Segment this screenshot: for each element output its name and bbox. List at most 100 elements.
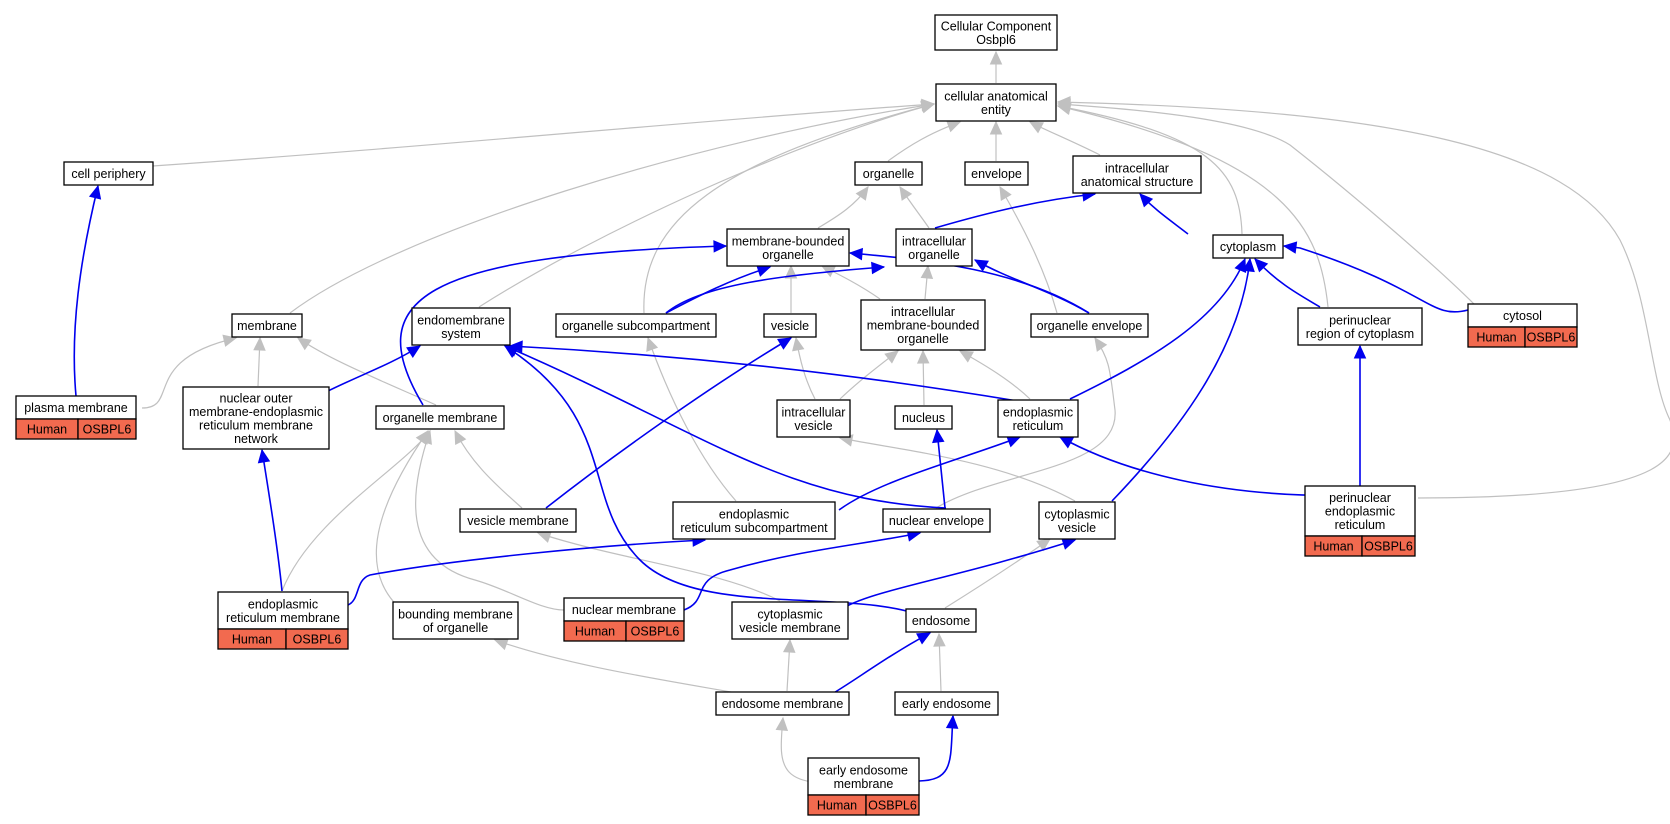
node-label: Cellular Component [941,19,1052,33]
part-of-edge [1069,257,1247,400]
node-label: nucleus [902,411,945,425]
node-label: endoplasmic [1325,505,1395,519]
node-orgenv[interactable]: organelle envelope [1030,313,1149,338]
node-box [375,405,505,430]
is-a-edge [784,264,798,313]
node-box [1072,155,1202,194]
is-a-edge [958,350,1031,400]
is-a-edge [989,50,1003,83]
node-cellperiph[interactable]: cell periphery [63,161,154,186]
node-box [934,14,1058,51]
node-nucleus[interactable]: nucleus [894,405,953,430]
is-a-edge [454,429,523,509]
part-of-edge [1282,241,1469,313]
node-box [231,313,303,338]
node-label: intracellular [782,405,846,419]
is-a-edge [839,350,899,400]
is-a-edge [415,429,565,611]
part-of-edge [503,345,947,509]
node-box [715,691,850,716]
node-label: system [441,327,481,341]
node-vesicle[interactable]: vesicle [763,313,817,338]
node-vesmem[interactable]: vesicle membrane [459,508,577,533]
node-box [1038,501,1116,540]
node-label: vesicle [794,419,832,433]
is-a-edge [817,186,869,229]
species-label: Human [232,633,272,647]
node-label: reticulum membrane [226,611,340,625]
part-of-edge [1111,257,1255,502]
node-label: entity [981,103,1012,117]
node-box [217,591,349,630]
is-a-edge [478,101,936,308]
is-a-edge [792,336,816,400]
node-earlyendo[interactable]: early endosome [894,691,999,716]
node-label: reticulum [1013,419,1064,433]
node-label: of organelle [423,621,488,635]
node-membrane[interactable]: membrane [231,313,303,338]
node-cytoplasm[interactable]: cytoplasm [1212,234,1284,259]
node-orgmem[interactable]: organelle membrane [375,405,505,430]
is-a-edge [916,349,930,406]
node-orgsub[interactable]: organelle subcompartment [555,313,717,338]
gene-label: OSBPL6 [868,799,917,813]
node-box [763,313,817,338]
node-label: organelle [762,248,813,262]
gene-label: OSBPL6 [293,633,342,647]
node-label: endoplasmic [1003,405,1073,419]
node-envelope[interactable]: envelope [964,161,1029,186]
node-nucenv[interactable]: nuclear envelope [882,508,991,533]
gene-label: OSBPL6 [83,423,132,437]
node-organelle[interactable]: organelle [854,161,923,186]
node-label: intracellular [1105,161,1169,175]
node-box [672,501,836,540]
node-box [894,405,953,430]
part-of-edge [973,259,1090,314]
node-box [182,386,330,450]
node-label: vesicle [1058,521,1096,535]
node-endomem[interactable]: endosome membrane [715,691,850,716]
is-a-edge [1056,102,1329,308]
species-label: Human [1476,331,1516,345]
node-box [555,313,717,338]
node-box [731,601,849,640]
node-endosome[interactable]: endosome [905,608,977,633]
node-label: early endosome [902,697,991,711]
part-of-edge [1139,193,1189,235]
is-a-edge [899,186,930,229]
node-label: organelle [863,167,914,181]
node-label: endomembrane [417,313,505,327]
node-label: reticulum subcompartment [680,521,828,535]
node-label: cytoplasmic [1044,507,1109,521]
node-box [807,757,920,796]
node-label: Osbpl6 [976,33,1016,47]
is-a-edge [1028,121,1101,156]
node-nomer[interactable]: nuclear outermembrane-endoplasmicreticul… [182,386,330,450]
node-label: organelle envelope [1037,319,1143,333]
node-box [905,608,977,633]
node-label: nuclear envelope [889,514,984,528]
node-label: vesicle membrane [739,621,840,635]
gene-label: OSBPL6 [631,625,680,639]
